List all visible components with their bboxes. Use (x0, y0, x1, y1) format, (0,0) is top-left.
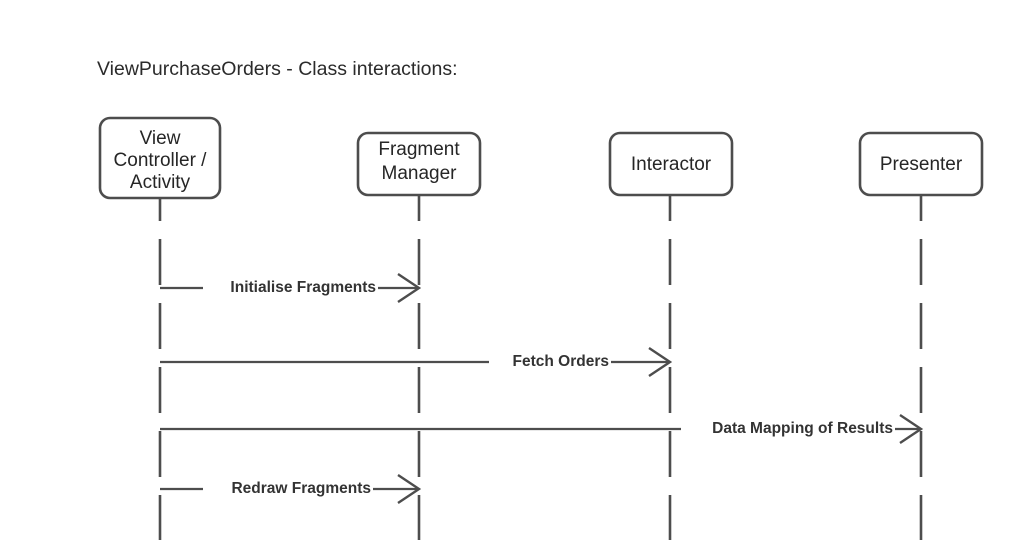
participant-interactor[interactable]: Interactor (608, 131, 734, 540)
message-label: Initialise Fragments (230, 279, 376, 296)
message-data-mapping-of-results[interactable]: Data Mapping of Results (160, 414, 924, 444)
message-initialise-fragments[interactable]: Initialise Fragments (160, 273, 422, 303)
message-label: Redraw Fragments (231, 480, 371, 497)
participant-fragment-manager[interactable]: Fragment Manager (356, 131, 482, 540)
participant-view-controller-activity[interactable]: View Controller / Activity (98, 116, 222, 540)
message-arrowhead (397, 273, 422, 303)
participant-label-line-2: Controller / (114, 150, 208, 171)
page-title: ViewPurchaseOrders - Class interactions: (97, 58, 458, 80)
message-arrowhead (397, 474, 422, 504)
participant-label-line-1: View (140, 128, 181, 149)
participant-label-line-3: Activity (130, 172, 191, 193)
message-fetch-orders[interactable]: Fetch Orders (160, 347, 673, 377)
participant-label-line-1: Presenter (880, 154, 963, 175)
message-label: Fetch Orders (513, 353, 609, 370)
participant-label-line-2: Manager (382, 163, 458, 184)
message-label: Data Mapping of Results (712, 420, 893, 437)
participant-label-line-1: Interactor (631, 154, 712, 175)
participant-presenter[interactable]: Presenter (858, 131, 984, 540)
message-redraw-fragments[interactable]: Redraw Fragments (160, 474, 422, 504)
message-arrowhead (899, 414, 924, 444)
message-arrowhead (648, 347, 673, 377)
participant-label-line-1: Fragment (378, 139, 460, 160)
